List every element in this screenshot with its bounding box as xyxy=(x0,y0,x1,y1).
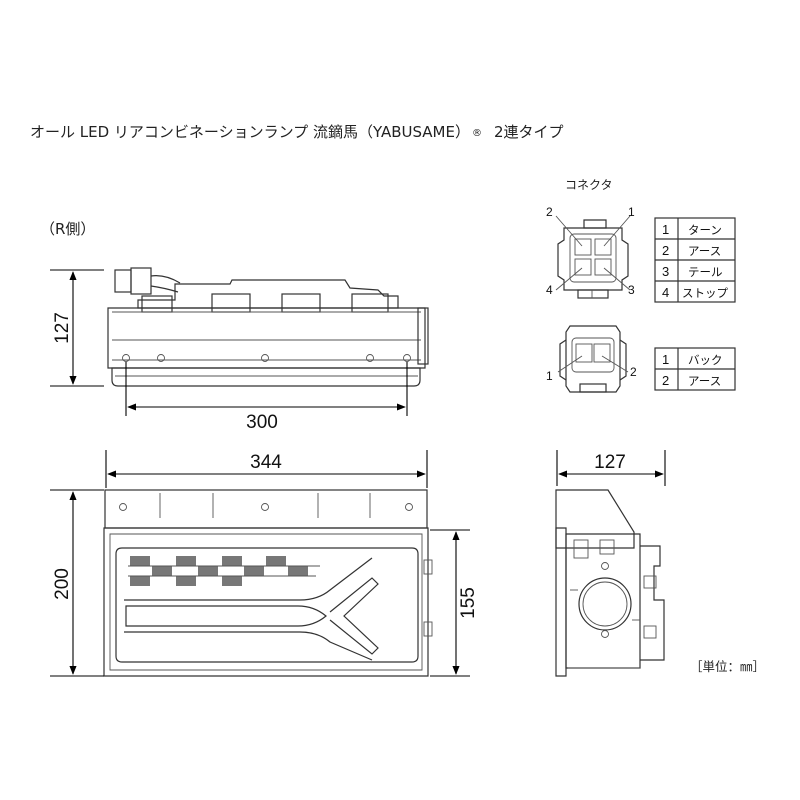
side-label: （R側） xyxy=(40,220,95,238)
dim-top-height-text: 127 xyxy=(52,312,73,344)
dim-side-depth-text: 127 xyxy=(594,452,626,473)
pin-label-3: 3 xyxy=(628,283,635,297)
pin-table-no: 3 xyxy=(662,264,669,279)
unit-label: ［単位：㎜］ xyxy=(690,659,765,674)
dim-top-width: 300 xyxy=(125,362,408,433)
dim-front-height-text: 200 xyxy=(52,568,73,600)
side-view xyxy=(555,489,665,677)
pin-label-4: 4 xyxy=(546,283,553,297)
dim-top-width-text: 300 xyxy=(246,412,278,433)
pin-label-1: 1 xyxy=(628,205,635,219)
connector-label: コネクタ xyxy=(565,178,613,192)
connector-4pin-table: 1 ターン 2 アース 3 テール 4 ストップ xyxy=(654,217,736,303)
dim-top-height: 127 xyxy=(50,269,104,387)
dim-front-width: 344 xyxy=(105,450,428,488)
pin-table-name: バック xyxy=(688,353,723,367)
pin-table-name: アース xyxy=(688,374,721,388)
dim-lens-height: 155 xyxy=(430,529,479,677)
pin-table-no: 1 xyxy=(662,352,669,367)
pin-label-1b: 1 xyxy=(546,369,553,383)
connector-2pin-table: 1 バック 2 アース xyxy=(654,347,736,391)
pin-table-no: 4 xyxy=(662,285,669,300)
pin-table-name: ターン xyxy=(688,223,722,237)
dim-front-height: 200 xyxy=(50,489,104,677)
pin-table-no: 1 xyxy=(662,222,669,237)
dim-side-depth: 127 xyxy=(556,450,666,486)
top-view xyxy=(107,267,429,387)
title-text: オール LED リアコンビネーションランプ 流鏑馬（YABUSAME） xyxy=(30,123,470,141)
pin-table-no: 2 xyxy=(662,373,669,388)
connector-2pin: 1 2 xyxy=(546,325,637,393)
pin-label-2: 2 xyxy=(546,205,553,219)
connector-4pin: 2 1 4 3 xyxy=(546,205,635,299)
pin-label-2b: 2 xyxy=(630,365,637,379)
pin-table-name: ストップ xyxy=(682,286,728,300)
pin-table-no: 2 xyxy=(662,243,669,258)
pin-table-name: テール xyxy=(688,265,723,279)
front-view xyxy=(103,489,433,677)
dim-lens-height-text: 155 xyxy=(458,587,479,619)
page-title: オール LED リアコンビネーションランプ 流鏑馬（YABUSAME）® 2連タイ… xyxy=(30,123,564,141)
dim-front-width-text: 344 xyxy=(250,452,282,473)
pin-table-name: アース xyxy=(688,244,721,258)
variant-label: 2連タイプ xyxy=(494,123,564,141)
registered-mark: ® xyxy=(472,128,482,139)
